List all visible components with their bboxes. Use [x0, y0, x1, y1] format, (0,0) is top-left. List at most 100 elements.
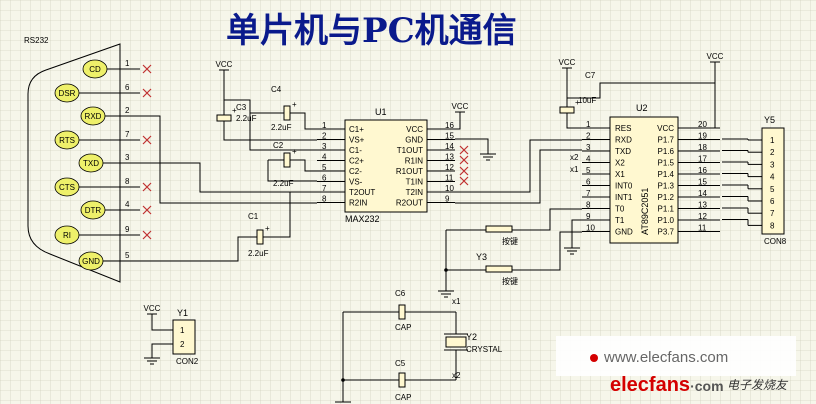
y5-pin-number: 5	[770, 185, 775, 194]
wire	[249, 113, 317, 151]
watermark: www.elecfans.com elecfans·com 电子发烧友	[556, 336, 796, 396]
u2-pin-number: 9	[586, 212, 591, 221]
rs232-pin-number: 3	[125, 153, 130, 162]
rs232-pin-name: GND	[82, 257, 100, 266]
u2-pin-number: 20	[698, 120, 707, 129]
wire	[140, 115, 317, 204]
capacitor-polarity: +	[292, 100, 297, 109]
u1-pin-name: R1OUT	[396, 167, 423, 176]
u1-pin-number: 4	[322, 153, 327, 162]
watermark-cn: 电子发烧友	[727, 378, 789, 392]
rs232-pin-circle	[78, 251, 104, 271]
y5-pin-number: 3	[770, 160, 775, 169]
capacitor-polarity: +	[575, 98, 580, 107]
u2-pin-name: VCC	[657, 124, 674, 133]
u2-pin-number: 11	[698, 224, 707, 233]
rs232-pin-name: DTR	[85, 206, 102, 215]
u2-pin-name: X2	[615, 159, 625, 168]
u2-pin-number: 12	[698, 212, 707, 221]
u1-pin-number: 16	[445, 121, 454, 130]
no-connect-mark	[459, 176, 469, 186]
rs232-pin-number: 1	[125, 59, 130, 68]
y4-label: 按键	[502, 236, 518, 246]
u1-pin-number: 12	[445, 163, 454, 172]
capacitor-body	[283, 105, 291, 121]
wire	[151, 343, 173, 352]
vcc-symbol	[147, 313, 157, 324]
ground-symbol	[564, 242, 580, 255]
u2-pin-name: T0	[615, 205, 625, 214]
c2-value: 2.2uF	[273, 179, 294, 188]
capacitor-polarity: +	[232, 106, 237, 115]
y1-ref: Y1	[177, 308, 188, 318]
rs232-pin-circle	[54, 130, 80, 150]
u1-pin-name: R1IN	[405, 157, 423, 166]
u2-pin-name: P1.1	[658, 205, 675, 214]
u1-pin-number: 11	[445, 174, 454, 183]
u1-pin-number: 15	[445, 132, 454, 141]
vcc-symbol	[710, 61, 720, 72]
y5-ref: Y5	[764, 115, 775, 125]
wire	[267, 160, 317, 182]
rs232-pin-name: RXD	[85, 112, 102, 121]
u1-pin-name: C2+	[349, 157, 364, 166]
no-connect-mark	[142, 64, 152, 74]
net-x2-crystal: x2	[452, 371, 461, 380]
no-connect-mark	[142, 182, 152, 192]
c7-value: 10uF	[578, 96, 596, 105]
u1-pin-number: 7	[322, 184, 327, 193]
u2-pin-number: 7	[586, 189, 591, 198]
rs232-pin-circle	[82, 59, 108, 79]
net-x2: x2	[570, 153, 579, 162]
wire	[571, 219, 582, 242]
rs232-pin-circle	[78, 153, 104, 173]
u2-pin-number: 15	[698, 178, 707, 187]
watermark-brand-suffix: ·com	[690, 378, 723, 394]
wire	[512, 208, 582, 231]
u1-pin-number: 3	[322, 142, 327, 151]
rs232-pin-number: 4	[125, 200, 130, 209]
net-x1-crystal: x1	[452, 297, 461, 306]
u2-pin-name: P1.2	[658, 193, 675, 202]
wire	[299, 112, 317, 130]
u2-pin-number: 19	[698, 132, 707, 141]
watermark-url: www.elecfans.com	[603, 349, 728, 366]
u2-pin-number: 17	[698, 155, 707, 164]
u2-pin-name: P3.7	[658, 228, 675, 237]
capacitor-body	[559, 106, 575, 114]
y5-pin-number: 4	[770, 173, 775, 182]
wire	[140, 236, 248, 262]
u1-pin-name: GND	[405, 136, 423, 145]
y3-button-body	[485, 265, 513, 273]
u2-pin-number: 1	[586, 120, 591, 129]
rs232-pin-number: 6	[125, 83, 130, 92]
u2-pin-number: 18	[698, 143, 707, 152]
c3-ref: C3	[236, 103, 247, 112]
ground-symbol	[438, 285, 454, 298]
vcc-label: VCC	[452, 102, 469, 111]
u2-part: AT89C2051	[640, 188, 650, 235]
rs232-label: RS232	[24, 36, 49, 45]
u2-pin-number: 14	[698, 189, 707, 198]
wire	[566, 122, 582, 129]
c4-ref: C4	[271, 85, 282, 94]
u1-pin-number: 8	[322, 195, 327, 204]
y2-ref: Y2	[466, 332, 477, 342]
rs232-pin-circle	[54, 83, 80, 103]
u1-pin-name: C1-	[349, 146, 362, 155]
y3-ref: Y3	[476, 252, 487, 262]
u2-pin-number: 8	[586, 201, 591, 210]
u2-pin-name: X1	[615, 170, 625, 179]
y1-body	[172, 319, 196, 355]
capacitor-body	[398, 372, 406, 388]
rs232-pin-circle	[54, 177, 80, 197]
no-connect-mark	[459, 155, 469, 165]
u1-pin-name: T1IN	[406, 178, 424, 187]
net-x1: x1	[570, 165, 579, 174]
u2-pin-name: INT1	[615, 193, 633, 202]
c3-value: 2.2uF	[236, 114, 257, 123]
circuit: RS232CD1DSR6RXD2RTS7TXD3CTS8DTR4RI9GND5U…	[24, 36, 787, 403]
u2-ref: U2	[636, 103, 648, 113]
rs232-pin-name: DSR	[59, 89, 76, 98]
u1-pin-name: T1OUT	[397, 146, 423, 155]
